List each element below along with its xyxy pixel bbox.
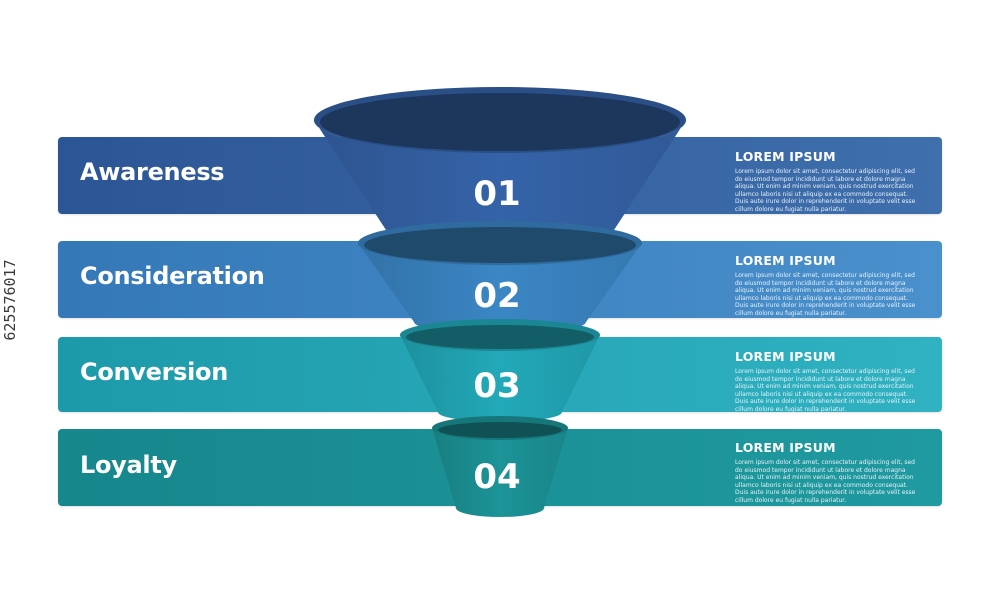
side-id-text: 625576017 (1, 259, 19, 341)
stage-title-awareness: LOREM IPSUM (735, 149, 836, 164)
stage-label-consideration: Consideration (80, 262, 265, 290)
funnel-opening-conversion (406, 325, 594, 349)
funnel-opening-consideration (364, 227, 636, 263)
stage-number-03: 03 (473, 366, 521, 406)
stage-number-04: 04 (473, 457, 521, 497)
stage-text-loyalty: Lorem ipsum dolor sit amet, consectetur … (735, 459, 916, 504)
funnel-segment-consideration (358, 243, 642, 334)
stage-title-consideration: LOREM IPSUM (735, 253, 836, 268)
stage-title-loyalty: LOREM IPSUM (735, 440, 836, 455)
stage-label-loyalty: Loyalty (80, 451, 177, 479)
stage-label-awareness: Awareness (80, 158, 225, 186)
funnel-segment-awareness (314, 120, 686, 246)
stage-label-conversion: Conversion (80, 358, 229, 386)
stage-title-conversion: LOREM IPSUM (735, 349, 836, 364)
stage-text-conversion: Lorem ipsum dolor sit amet, consectetur … (735, 368, 916, 413)
funnel-opening-loyalty (438, 422, 562, 438)
funnel-opening-awareness (320, 93, 680, 151)
stage-number-01: 01 (473, 174, 521, 214)
stage-number-02: 02 (473, 276, 521, 316)
stage-text-awareness: Lorem ipsum dolor sit amet, consectetur … (735, 168, 916, 213)
stage-text-consideration: Lorem ipsum dolor sit amet, consectetur … (735, 272, 916, 317)
funnel-segment-loyalty (432, 428, 568, 517)
funnel-segment-conversion (400, 335, 600, 422)
